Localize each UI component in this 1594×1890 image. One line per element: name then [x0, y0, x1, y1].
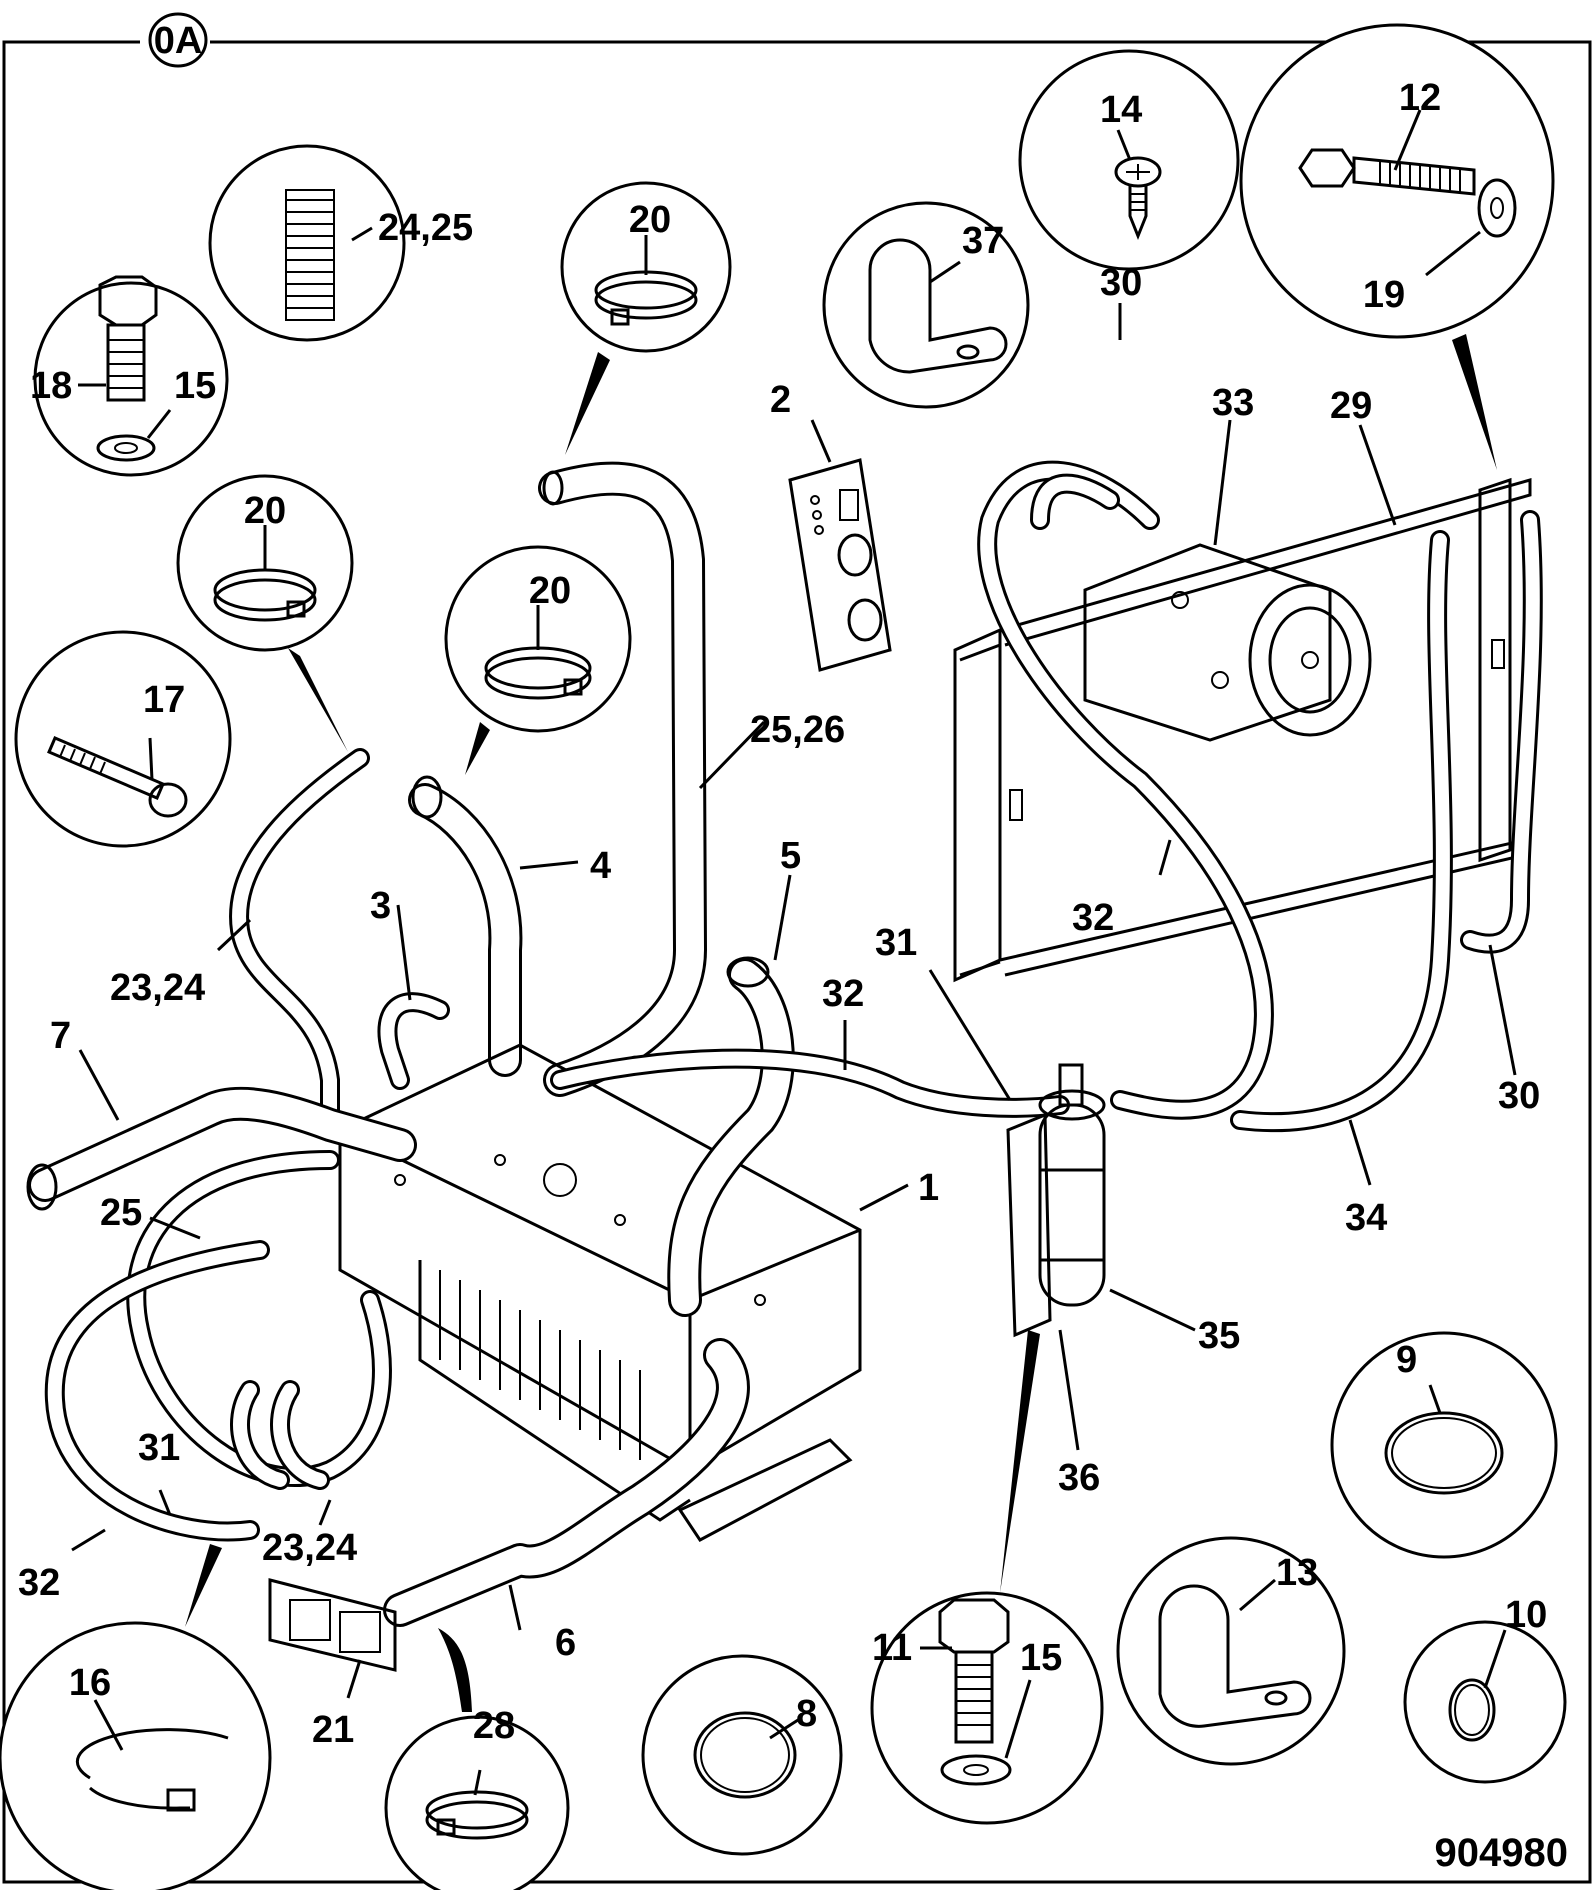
callout-18: 18: [30, 365, 72, 407]
pointer-wedge-clamp-bottom: [438, 1628, 472, 1712]
callout-6: 6: [555, 1622, 576, 1664]
callout-15-top: 15: [174, 365, 216, 407]
callout-5: 5: [780, 835, 801, 877]
sheet-tag: 0A: [140, 12, 210, 68]
callout-29: 29: [1330, 385, 1372, 427]
detail-circle-long-bolt: [1239, 23, 1555, 339]
detail-circle-bolt-washer: [33, 275, 229, 477]
callout-36: 36: [1058, 1457, 1100, 1499]
callout-11: 11: [872, 1627, 912, 1669]
pointer-wedge-bolt-lower: [1000, 1330, 1040, 1593]
detail-circle-p-clip-lower: [1116, 1536, 1346, 1766]
callout-17: 17: [143, 679, 185, 721]
callout-37: 37: [962, 220, 1004, 262]
callout-31-left: 31: [138, 1427, 180, 1469]
callout-23-24-upper: 23,24: [110, 967, 205, 1009]
receiver-drier: [1006, 1063, 1106, 1338]
vent-grille-21: [268, 1578, 397, 1672]
pipe-7: [26, 1086, 417, 1211]
detail-circle-p-clip-upper: [822, 201, 1030, 409]
callout-32-mid: 32: [822, 973, 864, 1015]
hose-25-26: [538, 461, 707, 1097]
detail-circle-bolt-lower: [870, 1591, 1104, 1825]
detail-circle-hose-clamp-left: [176, 474, 354, 652]
callout-24-25: 24,25: [378, 207, 473, 249]
callout-12: 12: [1399, 77, 1441, 119]
page-frame: [2, 40, 1592, 1884]
pointer-wedge-bolt-top: [1452, 334, 1497, 470]
callout-7: 7: [50, 1015, 71, 1057]
callout-15-bottom: 15: [1020, 1637, 1062, 1679]
callout-16: 16: [69, 1662, 111, 1704]
callout-33: 33: [1212, 382, 1254, 424]
callout-32-left: 32: [18, 1562, 60, 1604]
callout-20-top: 20: [629, 199, 671, 241]
callout-28: 28: [473, 1705, 515, 1747]
pointer-wedge-clamp-top: [565, 352, 610, 455]
callout-10: 10: [1505, 1594, 1547, 1636]
compressor: [1083, 543, 1372, 742]
ac-hoses: [977, 460, 1543, 1133]
callout-13: 13: [1276, 1552, 1318, 1594]
callout-19: 19: [1363, 274, 1405, 316]
callout-23-24-lower: 23,24: [262, 1527, 357, 1569]
callout-14: 14: [1100, 89, 1142, 131]
detail-circle-flange-bolt: [14, 630, 232, 848]
callout-20-left: 20: [244, 490, 286, 532]
callout-1: 1: [918, 1167, 939, 1209]
callout-2: 2: [770, 379, 791, 421]
hose-31-32-mid: [550, 1048, 1070, 1118]
hose-6: [383, 1338, 750, 1627]
detail-circle-self-tap-screw: [1018, 49, 1240, 271]
detail-circle-o-ring-small: [1403, 1620, 1567, 1784]
control-panel: [788, 458, 892, 672]
callout-3: 3: [370, 885, 391, 927]
detail-circle-o-ring-large: [1330, 1331, 1558, 1559]
hose-3: [377, 992, 450, 1090]
callout-30-top: 30: [1100, 262, 1142, 304]
hose-23-24-upper: [229, 748, 370, 1120]
hose-4: [408, 775, 523, 1077]
callout-4: 4: [590, 845, 611, 887]
callout-25-26: 25,26: [750, 709, 845, 751]
pointer-wedge-clamp-left: [288, 648, 348, 752]
callout-9: 9: [1396, 1339, 1417, 1381]
pointer-wedge-clamp-middle: [465, 722, 490, 775]
callout-30-right: 30: [1498, 1075, 1540, 1117]
hose-loops-left: [44, 1150, 392, 1542]
heater-unit: [338, 1043, 862, 1542]
detail-circle-o-ring-medium: [641, 1654, 843, 1856]
hose-5: [667, 956, 795, 1317]
detail-circle-hose-clamp-top: [560, 181, 732, 353]
detail-circle-hose-clamp-middle: [444, 545, 632, 733]
callout-25: 25: [100, 1192, 142, 1234]
figure-number: 904980: [1435, 1831, 1568, 1875]
callout-20-middle: 20: [529, 570, 571, 612]
callout-34: 34: [1345, 1197, 1387, 1239]
sheet-tag-label: 0A: [154, 20, 203, 62]
callout-8: 8: [796, 1693, 817, 1735]
callout-21: 21: [312, 1709, 354, 1751]
detail-circle-cable-tie: [0, 1621, 272, 1890]
callout-32-right: 32: [1072, 897, 1114, 939]
callout-31-mid: 31: [875, 922, 917, 964]
leader-lines: [71, 303, 1517, 1699]
pointer-wedge-cable-tie: [185, 1544, 222, 1627]
callout-35: 35: [1198, 1315, 1240, 1357]
detail-circle-spring-guard: [208, 144, 406, 342]
detail-circle-hose-clamp-bottom: [384, 1715, 570, 1890]
